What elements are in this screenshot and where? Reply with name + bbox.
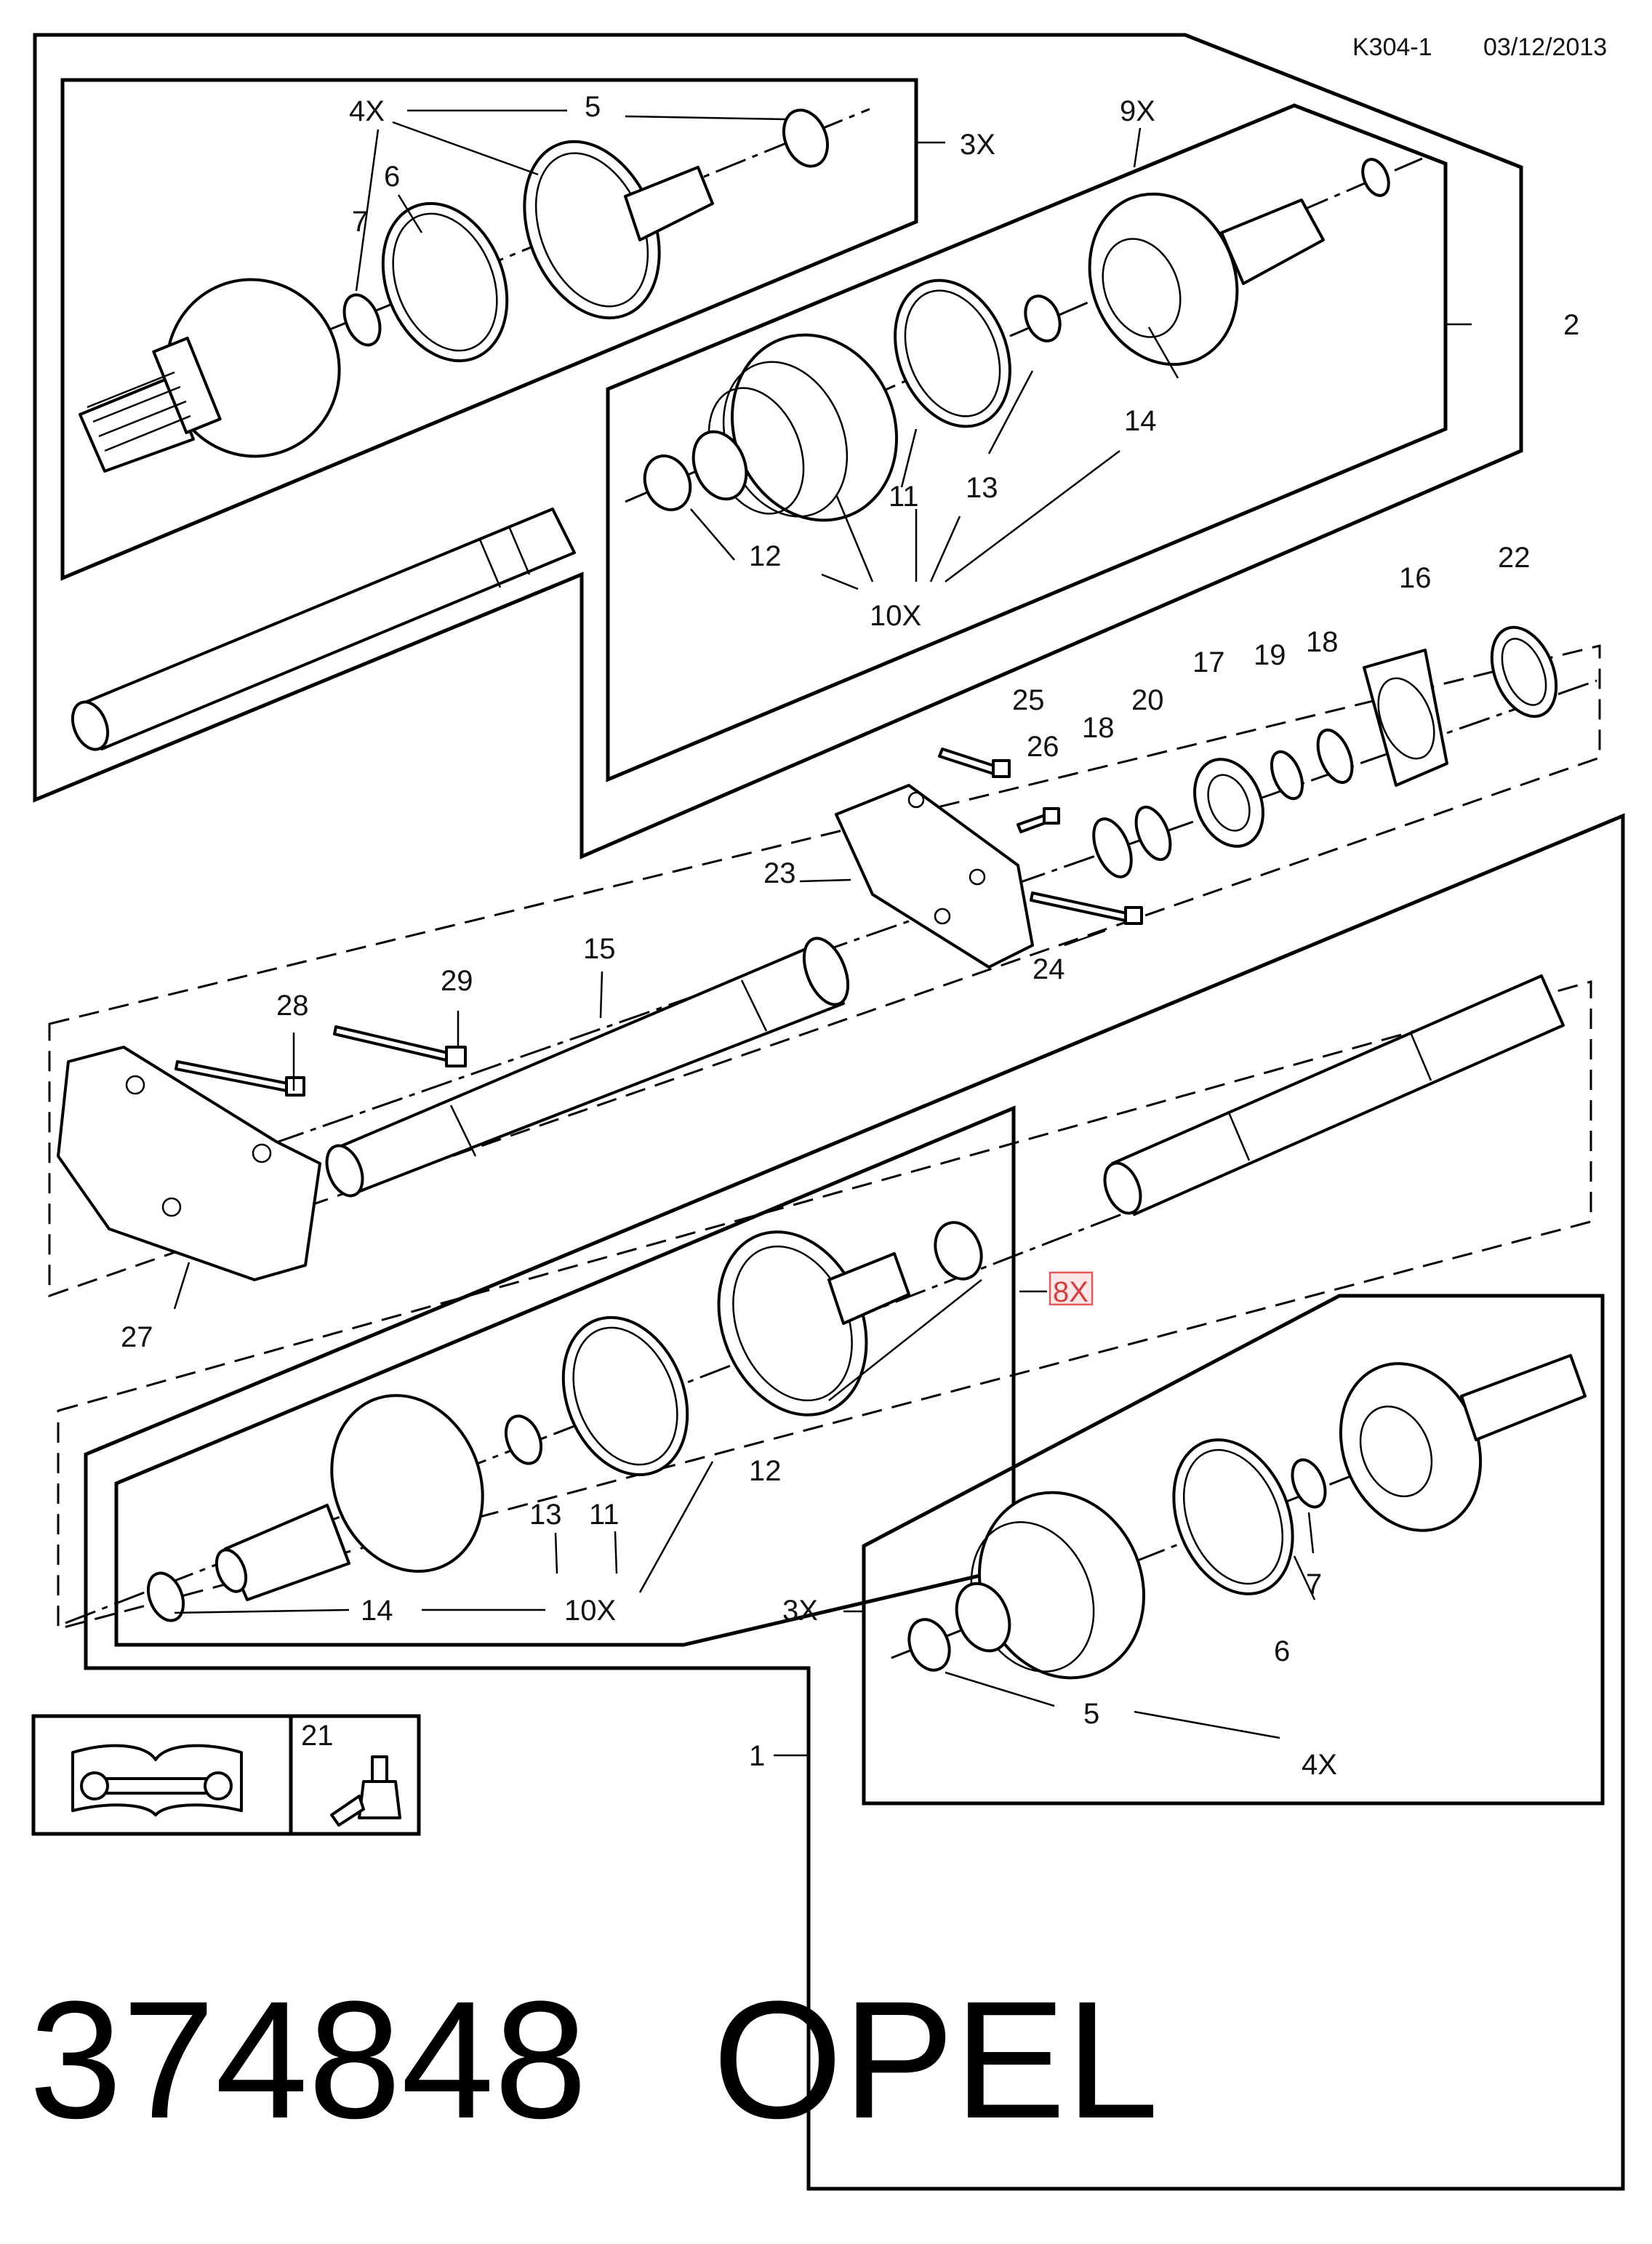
- callout-13-lower: 13: [529, 1499, 562, 1531]
- kit-9x-frame: [606, 103, 1448, 782]
- callout-4x-upper: 4X: [349, 95, 385, 127]
- diagram-date: 03/12/2013: [1483, 33, 1607, 61]
- boot-clamp-11-lower: [561, 1315, 689, 1477]
- callout-28: 28: [276, 990, 309, 1022]
- assembly-2-frame: [33, 33, 1523, 859]
- callout-11-upper: 11: [889, 481, 919, 513]
- lower-shaft-dashed-outline: [57, 980, 1592, 1630]
- callout-26: 26: [1027, 731, 1059, 763]
- callout-11-lower: 11: [589, 1499, 620, 1531]
- inner-cv-joint-upper: [1088, 158, 1390, 366]
- callout-13-upper: 13: [966, 472, 998, 504]
- callout-7-upper: 7: [352, 206, 368, 238]
- small-clamp-12-lower: [934, 1221, 983, 1281]
- legend-box: [31, 1714, 421, 1836]
- callout-2: 2: [1563, 309, 1579, 341]
- callout-12-lower: 12: [749, 1455, 782, 1487]
- callout-17: 17: [1192, 646, 1225, 678]
- callout-18-left: 18: [1082, 712, 1115, 744]
- callout-23: 23: [763, 857, 796, 889]
- callout-5-upper: 5: [585, 91, 601, 123]
- callout-7-lower: 7: [1306, 1568, 1322, 1600]
- part-number: 374848: [29, 1966, 588, 2153]
- snap-ring-13-lower: [504, 1414, 543, 1465]
- callout-1: 1: [749, 1740, 765, 1772]
- leader-lines: [173, 109, 1472, 1757]
- cv-boot-lower: [955, 1491, 1146, 1680]
- bolt-26: [1017, 807, 1060, 833]
- callout-16: 16: [1399, 562, 1432, 594]
- callout-8x-highlight: [1048, 1271, 1094, 1306]
- bolt-28: [175, 1060, 305, 1097]
- snap-ring-18-right: [1316, 728, 1354, 785]
- cv-boot-inner-lower: [717, 1230, 910, 1416]
- ring-20: [1134, 805, 1172, 862]
- axle-shaft-lower: [1103, 974, 1565, 1216]
- boot-clamp-6-upper: [381, 201, 509, 363]
- inner-cv-joint-lower: [214, 1394, 484, 1601]
- axle-shaft-upper: [71, 508, 576, 751]
- intermediate-shaft-axis: [174, 679, 1597, 1179]
- callout-6-upper: 6: [384, 161, 400, 193]
- snap-ring-13-upper: [1024, 294, 1062, 342]
- boot-clamp-6-lower: [1172, 1438, 1294, 1595]
- outer-cv-joint-lower: [1339, 1354, 1587, 1532]
- bolt-24: [1030, 891, 1143, 925]
- cv-boot-upper: [523, 140, 714, 320]
- boot-clamp-11-upper: [894, 279, 1011, 428]
- callout-14-lower: 14: [361, 1595, 393, 1627]
- bolt-25: [938, 748, 1011, 778]
- bearing-bracket-23: [835, 784, 1034, 969]
- bolt-29: [333, 1025, 467, 1067]
- service-manual-icon: [71, 1744, 243, 1816]
- callout-12-upper: 12: [749, 540, 782, 572]
- kit-3x-upper-frame: [60, 78, 918, 581]
- bearing-17: [1193, 758, 1264, 848]
- callout-24: 24: [1032, 953, 1065, 985]
- ring-19: [1270, 750, 1304, 801]
- callout-10x-upper: 10X: [870, 600, 921, 632]
- callout-5-lower: 5: [1083, 1698, 1099, 1730]
- mounting-bracket-27: [57, 1046, 321, 1281]
- cv-boot-inner-upper: [691, 333, 899, 522]
- retaining-ring-7-lower: [1291, 1458, 1327, 1509]
- callout-9x: 9X: [1120, 95, 1155, 127]
- callout-22: 22: [1498, 542, 1531, 574]
- callout-labels: 4X 5 3X 6 7 9X 2 14 13 11 12 10X 16 22 1…: [121, 91, 1579, 1781]
- legend-label-21: 21: [301, 1720, 334, 1752]
- small-clamp-12-upper: [643, 454, 692, 511]
- grease-tube-icon: [330, 1755, 401, 1827]
- bearing-housing-16: [1363, 649, 1448, 787]
- callout-15: 15: [583, 933, 616, 965]
- small-clamp-5-lower: [907, 1618, 951, 1672]
- diagram-code: K304-1: [1352, 33, 1432, 61]
- callout-18-right: 18: [1306, 626, 1339, 658]
- seal-22: [1490, 625, 1558, 718]
- intermediate-shaft-15: [325, 937, 850, 1198]
- callout-4x-lower: 4X: [1302, 1749, 1337, 1781]
- callout-29: 29: [441, 965, 473, 997]
- callout-10x-lower: 10X: [564, 1595, 616, 1627]
- callout-14-upper: 14: [1124, 405, 1157, 437]
- small-clamp-5-upper: [782, 108, 829, 168]
- callout-3x-lower: 3X: [782, 1595, 818, 1627]
- kit-3x-lower-frame: [862, 1294, 1605, 1806]
- callout-8x: 8X: [1053, 1276, 1088, 1308]
- outer-cv-joint-upper: [79, 278, 341, 473]
- callout-3x-upper: 3X: [960, 129, 995, 161]
- shaft-group-dashed-outline: [48, 644, 1601, 1298]
- kit-8x-frame: [114, 1105, 1016, 1647]
- callout-20: 20: [1131, 684, 1164, 716]
- callout-6-lower: 6: [1274, 1635, 1290, 1667]
- callout-25: 25: [1012, 684, 1045, 716]
- assembly-1-frame: [84, 813, 1625, 2191]
- snap-ring-18-left: [1092, 817, 1133, 878]
- retaining-ring-7-upper: [342, 293, 382, 347]
- brand-name: OPEL: [713, 1966, 1159, 2153]
- callout-19: 19: [1254, 639, 1286, 671]
- callout-27: 27: [121, 1321, 153, 1353]
- retaining-ring-14-lower: [146, 1571, 185, 1622]
